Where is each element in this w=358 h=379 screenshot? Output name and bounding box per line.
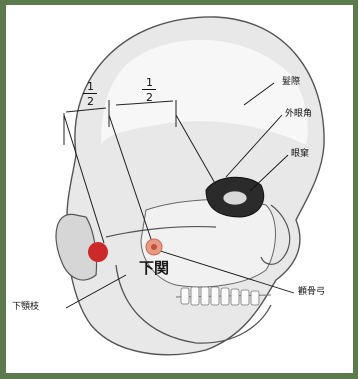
half-right-denominator: 2 xyxy=(146,92,153,103)
half-left-bar xyxy=(83,93,97,94)
diagram-canvas: 1 2 1 2 髮際 外眼角 眼窠 下関 下顎枝 顴骨弓 xyxy=(6,5,353,373)
label-yanqiu: 眼窠 xyxy=(291,150,309,159)
label-fajie: 髮際 xyxy=(282,78,300,87)
label-xiahezhi: 下顎枝 xyxy=(12,303,39,312)
label-quangonggong: 顴骨弓 xyxy=(298,288,325,297)
eyeball xyxy=(223,191,247,205)
label-waiyanjiao: 外眼角 xyxy=(285,110,312,119)
point-red xyxy=(88,242,108,262)
label-xiaguan: 下関 xyxy=(139,261,169,276)
point-xiaguan-center xyxy=(151,244,157,250)
half-left-numerator: 1 xyxy=(87,81,94,92)
half-right-numerator: 1 xyxy=(146,77,153,88)
half-left-denominator: 2 xyxy=(87,96,94,107)
head-illustration xyxy=(6,5,353,373)
half-right-bar xyxy=(142,89,156,90)
